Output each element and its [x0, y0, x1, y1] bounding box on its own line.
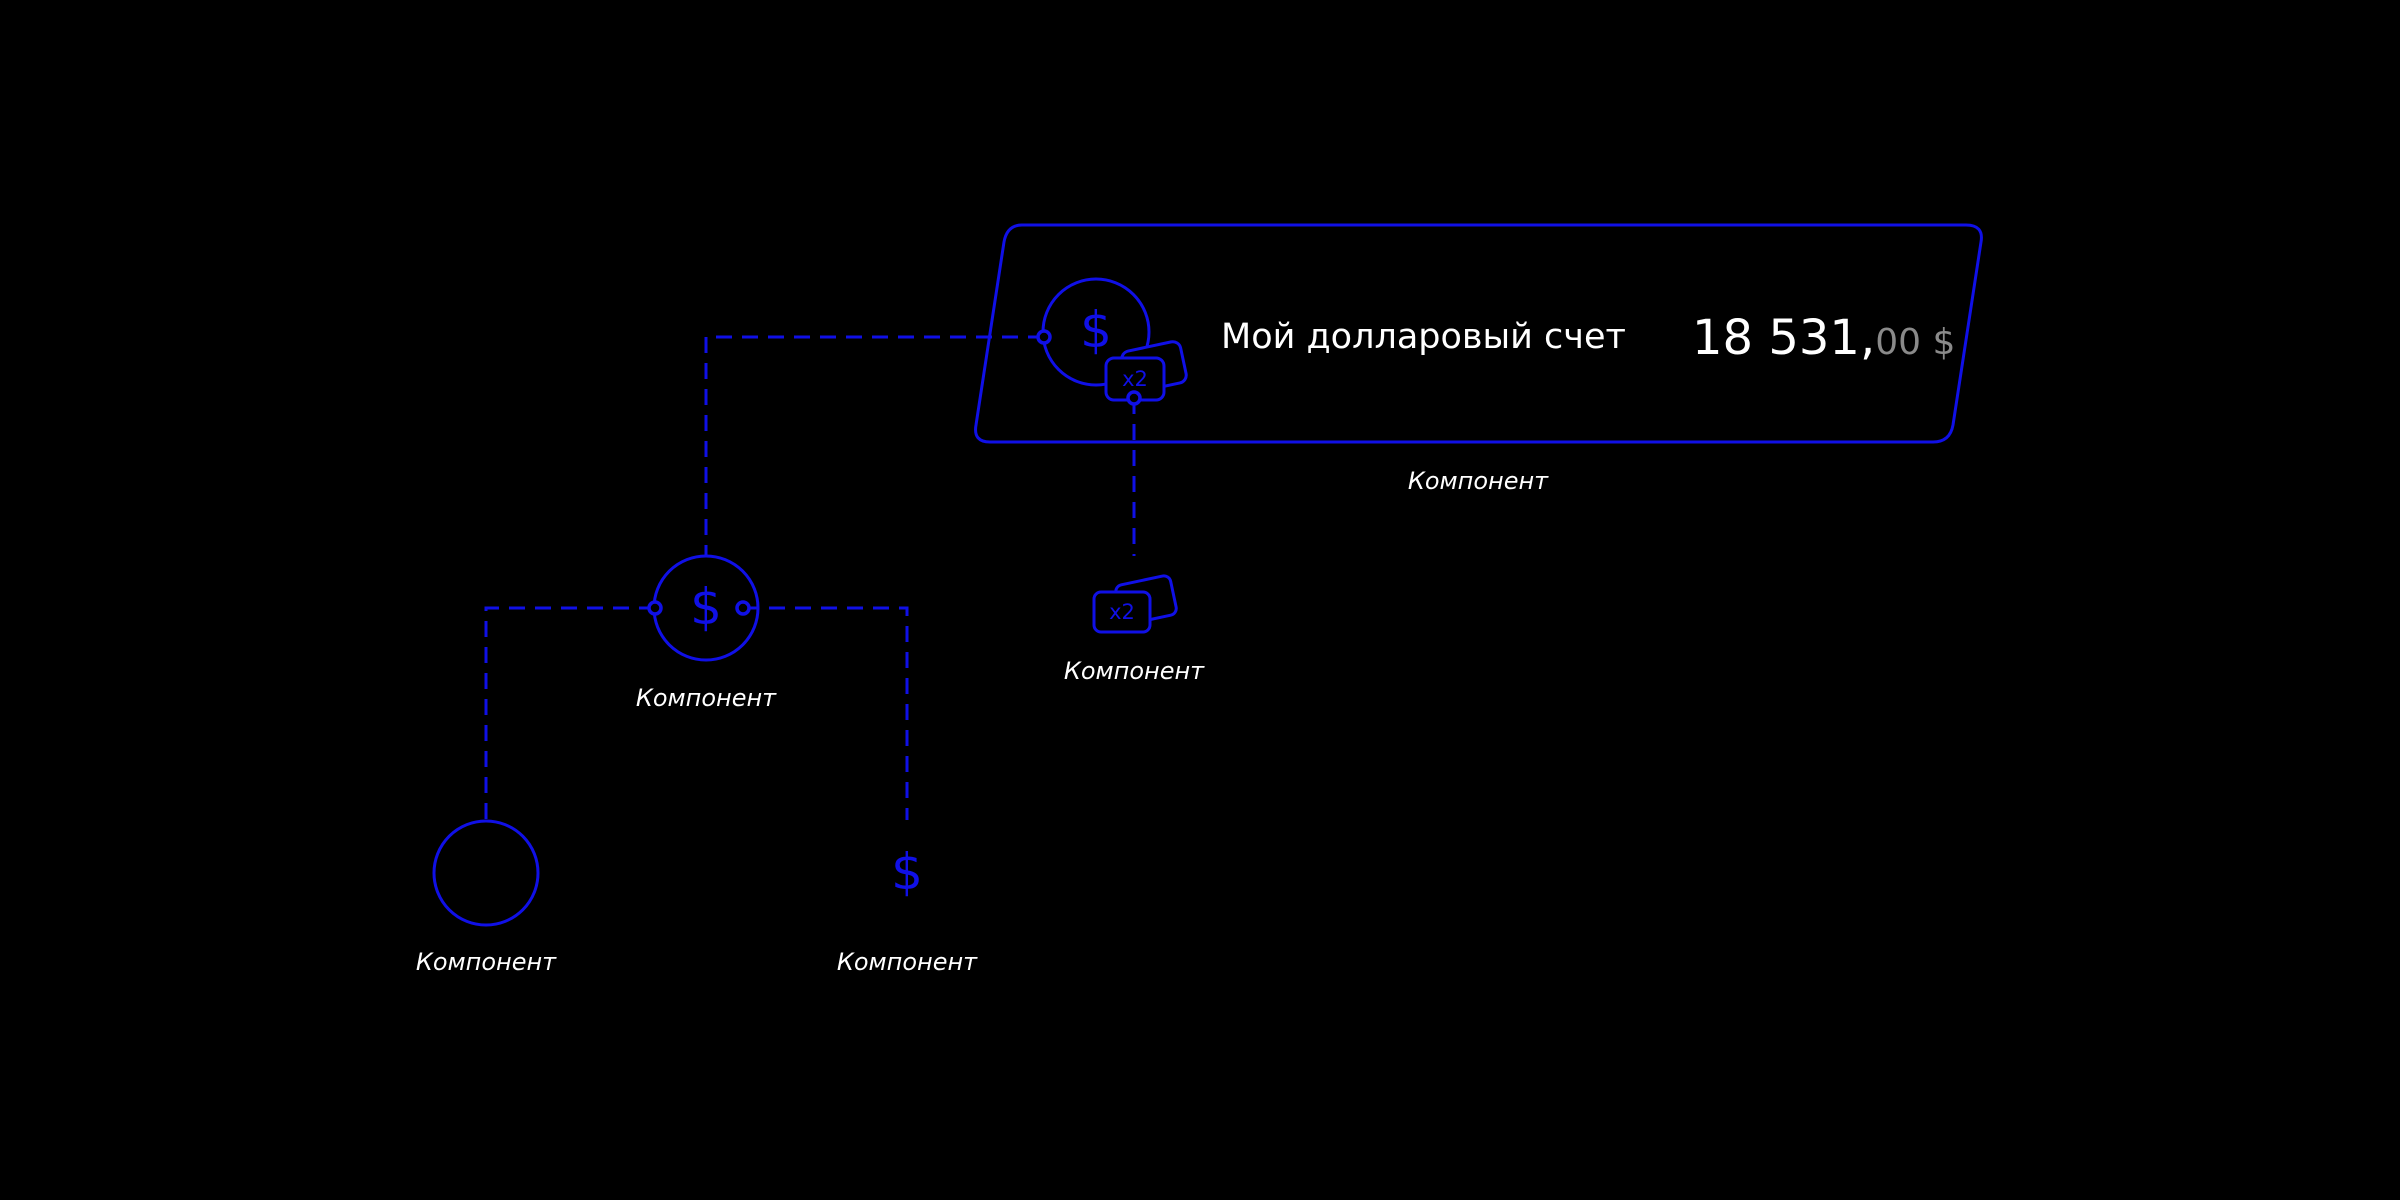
connector-coin-to-dollar — [743, 606, 909, 820]
dollar-component-symbol: $ — [891, 843, 923, 901]
account-card-frame — [974, 223, 1983, 444]
card-dollar-symbol: $ — [1080, 301, 1112, 359]
amount-whole: 18 531, — [1692, 310, 1875, 366]
account-amount: 18 531,00 $ — [1692, 310, 1955, 366]
account-card[interactable]: $ x2 Мой долларовый счет 18 531,00 $ — [974, 223, 1983, 444]
card-badge-label: x2 — [1122, 367, 1148, 391]
circle-component-caption: Компонент — [416, 948, 557, 976]
x2-badge-icon: x2 — [1104, 340, 1188, 402]
anchor-dot-right — [735, 600, 751, 616]
anchor-dot-badge — [1126, 390, 1142, 406]
badge-component-label: x2 — [1109, 600, 1135, 624]
circle-component[interactable] — [432, 819, 540, 927]
anchor-dot-coin — [1036, 329, 1052, 345]
amount-cents: 00 $ — [1875, 322, 1955, 363]
dollar-component-caption: Компонент — [837, 948, 978, 976]
coin-component-caption: Компонент — [636, 684, 777, 712]
coin-component[interactable]: $ — [647, 554, 760, 662]
connectors — [484, 335, 1136, 820]
account-card-caption: Компонент — [1408, 467, 1549, 495]
anchor-dot-left — [647, 600, 663, 616]
badge-component-caption: Компонент — [1064, 657, 1205, 685]
coin-dollar-symbol: $ — [690, 578, 722, 636]
connector-coin-to-circle — [484, 606, 655, 820]
badge-component[interactable]: x2 — [1092, 574, 1178, 634]
dollar-component[interactable]: $ — [891, 843, 923, 901]
account-name: Мой долларовый счет — [1221, 317, 1626, 357]
connector-card-to-coin — [704, 335, 1044, 556]
